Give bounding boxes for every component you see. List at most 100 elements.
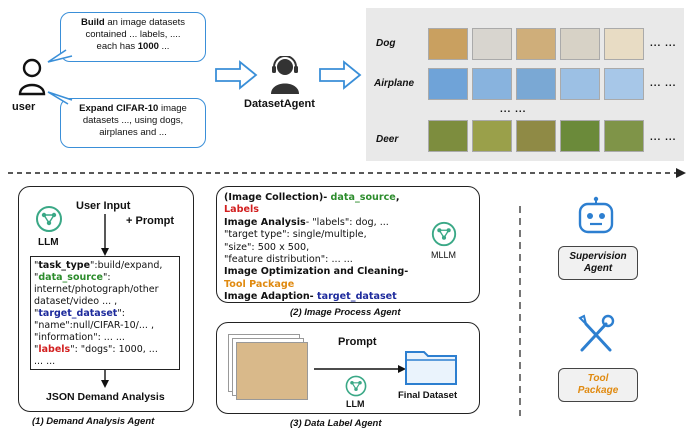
tool-package-card: Tool Package bbox=[558, 368, 638, 402]
process-text: Tool Package bbox=[224, 278, 295, 290]
llm-label: LLM bbox=[38, 237, 59, 248]
json-line: "information": ... ... bbox=[34, 332, 176, 344]
deer-image bbox=[516, 120, 556, 152]
process-line: "size": 500 x 500, bbox=[224, 242, 424, 254]
supervision-agent-card: Supervision Agent bbox=[558, 246, 638, 280]
expand-request-bubble: Expand CIFAR-10 image datasets ..., usin… bbox=[60, 98, 206, 148]
json-box: "task_type":build/expand,"data_source":i… bbox=[30, 256, 180, 370]
dog-image bbox=[472, 28, 512, 60]
json-text: labels bbox=[38, 344, 71, 355]
llm-brain-icon bbox=[36, 206, 62, 232]
airplane-image bbox=[516, 68, 556, 100]
airplane-image bbox=[428, 68, 468, 100]
json-text: ": bbox=[117, 308, 125, 319]
dog-image bbox=[560, 28, 600, 60]
tools-icon bbox=[578, 314, 615, 352]
json-text: " bbox=[34, 344, 39, 355]
row-label-deer: Deer bbox=[376, 134, 399, 145]
bubble-tail bbox=[47, 91, 73, 105]
flow-arrow-icon bbox=[215, 60, 258, 90]
json-text: ": "dogs": 1000, ... bbox=[70, 344, 158, 355]
demand-analysis-caption: (1) Demand Analysis Agent bbox=[32, 416, 155, 427]
row-ellipsis: ... ... bbox=[650, 78, 677, 89]
process-text: Labels bbox=[224, 204, 259, 216]
row-ellipsis: ... ... bbox=[650, 132, 677, 143]
json-text: " bbox=[34, 308, 39, 319]
json-text: ... ... bbox=[34, 356, 56, 367]
row-label-dog: Dog bbox=[376, 38, 396, 49]
json-text: "information": ... ... bbox=[34, 332, 125, 343]
deer-image bbox=[604, 120, 644, 152]
bubble-line: contained ... labels, .... bbox=[85, 29, 181, 40]
deer-image bbox=[428, 120, 468, 152]
json-line: "data_source": bbox=[34, 272, 176, 284]
image-process-panel bbox=[216, 186, 480, 303]
process-text: (Image Collection)- bbox=[224, 192, 331, 203]
card-line: Agent bbox=[583, 263, 613, 274]
bubble-line: Expand CIFAR-10 image bbox=[79, 103, 187, 114]
process-line: (Image Collection)- data_source, Labels bbox=[224, 192, 424, 217]
json-line: "task_type":build/expand, bbox=[34, 260, 176, 272]
json-text: ":build/expand, bbox=[90, 260, 163, 271]
row-label-airplane: Airplane bbox=[374, 78, 415, 89]
process-text: , bbox=[395, 192, 400, 203]
section-divider bbox=[519, 206, 521, 416]
final-dataset-label: Final Dataset bbox=[398, 390, 458, 401]
flow-arrow bbox=[101, 214, 109, 256]
process-line: "target type": single/multiple, bbox=[224, 229, 424, 241]
prompt-label: Prompt bbox=[338, 336, 377, 348]
json-text: " bbox=[34, 260, 39, 271]
dataset-agent-label: DatasetAgent bbox=[244, 98, 315, 110]
dog-image bbox=[428, 28, 468, 60]
build-request-bubble: Build an image datasets contained ... la… bbox=[60, 12, 206, 62]
dog-image bbox=[604, 28, 644, 60]
llm-label: LLM bbox=[346, 399, 365, 409]
process-text: "feature distribution": ... ... bbox=[224, 254, 353, 266]
card-line: Supervision bbox=[569, 251, 627, 262]
mllm-label: MLLM bbox=[431, 250, 457, 260]
json-line: "name":null/CIFAR-10/... , bbox=[34, 320, 176, 332]
llm-brain-icon bbox=[345, 375, 367, 397]
section-divider bbox=[8, 168, 686, 178]
process-line: Image Optimization and Cleaning- bbox=[224, 266, 424, 278]
json-line: internet/photograph/other bbox=[34, 284, 176, 296]
process-line: Tool Package bbox=[224, 279, 424, 291]
card-line: Tool bbox=[587, 373, 609, 384]
image-process-caption: (2) Image Process Agent bbox=[290, 307, 401, 318]
dog-image bbox=[516, 28, 556, 60]
process-line: Image Adaption- target_dataset bbox=[224, 291, 424, 303]
json-line: "labels": "dogs": 1000, ... bbox=[34, 344, 176, 356]
row-ellipsis: ... ... bbox=[650, 38, 677, 49]
folder-icon bbox=[405, 351, 457, 385]
airplane-image bbox=[560, 68, 600, 100]
robot-icon bbox=[578, 196, 614, 234]
card-line: Package bbox=[577, 385, 619, 396]
bubble-line: datasets ..., using dogs, bbox=[82, 115, 184, 126]
airplane-image bbox=[472, 68, 512, 100]
process-text: "size": 500 x 500, bbox=[224, 241, 310, 253]
json-demand-analysis-label: JSON Demand Analysis bbox=[46, 391, 165, 403]
process-line: Image Analysis- "labels": dog, ... bbox=[224, 217, 424, 229]
flow-arrow bbox=[314, 365, 406, 373]
json-line: ... ... bbox=[34, 356, 176, 368]
json-text: ": bbox=[103, 272, 111, 283]
json-text: "name":null/CIFAR-10/... , bbox=[34, 320, 154, 331]
process-text: data_source bbox=[330, 192, 396, 203]
dog-photo bbox=[236, 342, 308, 400]
json-text: task_type bbox=[38, 260, 91, 271]
json-text: data_source bbox=[38, 272, 103, 283]
deer-image bbox=[560, 120, 600, 152]
middle-ellipsis: ... ... bbox=[500, 104, 527, 115]
airplane-image bbox=[604, 68, 644, 100]
mllm-brain-icon bbox=[431, 221, 457, 247]
user-label: user bbox=[12, 101, 36, 113]
json-text: target_dataset bbox=[38, 308, 118, 319]
user-input-label: User Input bbox=[76, 200, 131, 212]
process-text: - "labels": dog, ... bbox=[305, 216, 389, 228]
json-text: dataset/video ... , bbox=[34, 296, 118, 307]
process-line: "feature distribution": ... ... bbox=[224, 254, 424, 266]
prompt-label: + Prompt bbox=[126, 215, 174, 227]
flow-arrow bbox=[101, 370, 109, 388]
process-text: Image Adaption- bbox=[224, 291, 318, 303]
